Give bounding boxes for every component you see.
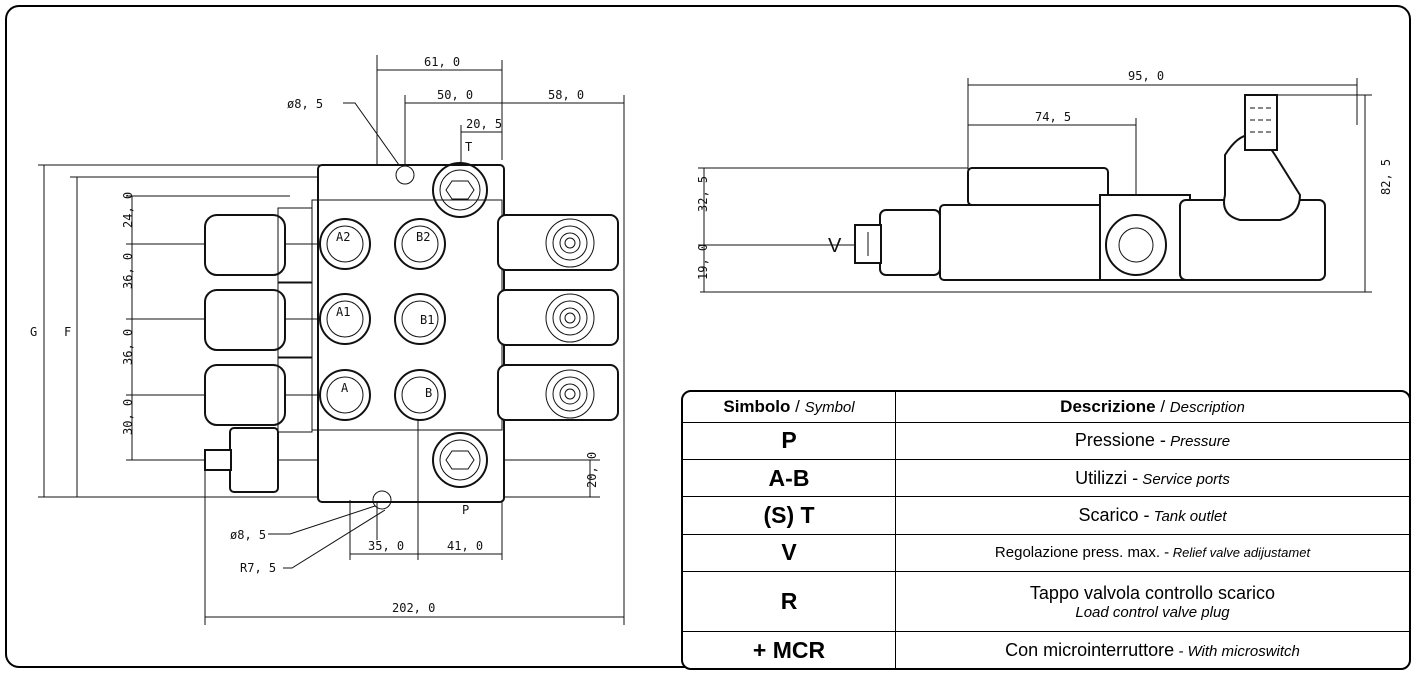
front-view: 61, 0 50, 0 58, 0 20, 5 T ø8, 5 G F 24, … [30,55,625,625]
legend-desc: Regolazione press. max. - Relief valve a… [895,533,1409,572]
dim-20: 20, 0 [585,452,599,488]
legend-table: Simbolo / Symbol Descrizione / Descripti… [681,390,1411,670]
legend-header-desc: Descrizione / Description [895,392,1409,423]
label-p: P [462,503,469,517]
dim-19: 19, 0 [696,244,710,280]
legend-desc: Con microinterruttore - With microswitch [895,631,1409,668]
dim-58: 58, 0 [548,88,584,102]
label-t: T [465,140,472,154]
dim-r: R7, 5 [240,561,276,575]
dim-32-5: 32, 5 [696,176,710,212]
port-b2: B2 [416,230,430,244]
dim-phi-bottom: ø8, 5 [230,528,266,542]
dim-36a: 36, 0 [121,253,135,289]
dim-50: 50, 0 [437,88,473,102]
spool-caps-left [204,207,313,493]
legend-symbol: (S) T [683,496,896,535]
dim-phi-top: ø8, 5 [287,97,323,111]
spool-caps-right [497,214,619,421]
port-a1: A1 [336,305,350,319]
legend-desc: Utilizzi - Service ports [895,458,1409,498]
dim-g: G [30,325,37,339]
legend-symbol: A-B [683,458,896,498]
dim-36b: 36, 0 [121,329,135,365]
legend-symbol: + MCR [683,631,896,668]
legend-row: P Pressione - Pressure [683,421,1409,460]
legend-row: (S) T Scarico - Tank outlet [683,496,1409,535]
legend-grid: Simbolo / Symbol Descrizione / Descripti… [683,392,1409,668]
dim-20-5: 20, 5 [466,117,502,131]
dim-95: 95, 0 [1128,69,1164,83]
legend-desc: Scarico - Tank outlet [895,496,1409,535]
port-b: B [425,386,432,400]
legend-header-symbol: Simbolo / Symbol [683,392,896,423]
port-a2: A2 [336,230,350,244]
label-v: V [828,235,842,257]
dim-24: 24, 0 [121,192,135,228]
dim-f: F [64,325,71,339]
legend-header-row: Simbolo / Symbol Descrizione / Descripti… [683,392,1409,423]
side-view: 95, 0 74, 5 82, 5 32, 5 19, 0 V [696,69,1393,293]
dim-30: 30, 0 [121,399,135,435]
legend-row: + MCR Con microinterruttore - With micro… [683,631,1409,668]
dim-41: 41, 0 [447,539,483,553]
legend-symbol: R [683,570,896,633]
dim-35: 35, 0 [368,539,404,553]
dim-202: 202, 0 [392,601,435,615]
legend-symbol: V [683,533,896,572]
legend-symbol: P [683,421,896,460]
dim-74-5: 74, 5 [1035,110,1071,124]
port-a: A [341,381,349,395]
legend-row: V Regolazione press. max. - Relief valve… [683,533,1409,572]
dim-82-5: 82, 5 [1379,159,1393,195]
dim-61: 61, 0 [424,55,460,69]
service-ports: A2 B2 A1 B1 A B [319,162,488,510]
port-b1: B1 [420,313,434,327]
legend-desc: Pressione - Pressure [895,421,1409,460]
legend-row: A-B Utilizzi - Service ports [683,458,1409,498]
